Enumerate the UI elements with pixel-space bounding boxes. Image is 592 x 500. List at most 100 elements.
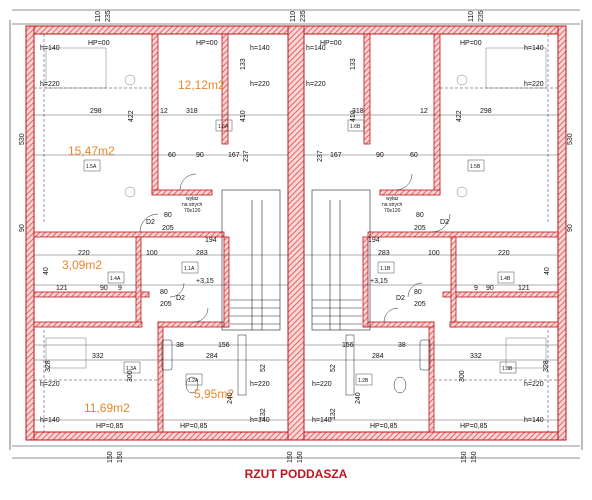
- door-205-a: 205: [162, 225, 174, 232]
- dim-332-r: 332: [470, 353, 482, 360]
- drawing-title: RZUT PODDASZA: [244, 467, 348, 481]
- door-d2-a: D2: [146, 219, 155, 226]
- dim-237-l: 237: [243, 150, 250, 162]
- height-labels: h=140 h=220 h=140 h=220 h=140 h=220 h=14…: [40, 45, 544, 424]
- interior-dimensions: 298 318 318 298 12 12 422 422 530 530 41…: [19, 58, 574, 420]
- dim-237-r: 237: [317, 150, 324, 162]
- tag-1-6a: 1.6A: [218, 124, 229, 130]
- door-80-d: 80: [414, 289, 422, 296]
- door-80-b: 80: [416, 212, 424, 219]
- dim-38-l: 38: [176, 342, 184, 349]
- tag-1-1a: 1.1A: [184, 266, 195, 272]
- dim-167-r: 167: [330, 152, 342, 159]
- top-dim-1: 235: [105, 10, 112, 22]
- dim-240-l: 240: [227, 392, 234, 404]
- tag-1-5a: 1.5A: [86, 164, 97, 170]
- door-codes: D2 80 205 D2 80 205 D2 80 205 D2 80 205: [146, 212, 449, 308]
- area-bedroom-top: 12,12m2: [178, 78, 225, 92]
- door-d2-c: D2: [176, 295, 185, 302]
- door-d2-d: D2: [396, 295, 405, 302]
- door-205-b: 205: [414, 225, 426, 232]
- window-note-r2: na strych: [382, 202, 403, 208]
- hp-top-2: HP=00: [320, 40, 342, 47]
- dim-38-r: 38: [398, 342, 406, 349]
- level-left: +3,15: [196, 278, 214, 285]
- top-dim-5: 235: [478, 10, 485, 22]
- dim-298-r: 298: [480, 108, 492, 115]
- top-dim-3: 235: [300, 10, 307, 22]
- h140-bm2: h=140: [312, 417, 332, 424]
- dim-52-l: 52: [260, 364, 267, 372]
- dim-12-b: 12: [420, 108, 428, 115]
- dim-121-r: 121: [518, 285, 530, 292]
- top-dim-0: 110: [95, 11, 102, 22]
- dim-52-r: 52: [330, 364, 337, 372]
- h140-bm: h=140: [250, 417, 270, 424]
- dimension-frame: [9, 9, 583, 459]
- h220-bm2: h=220: [312, 381, 332, 388]
- dim-90-l: 90: [196, 152, 204, 159]
- area-bedroom-a: 15,47m2: [68, 144, 115, 158]
- dim-156-l: 156: [218, 342, 230, 349]
- hp-bottom-1: HP=0,85: [180, 423, 208, 430]
- dim-60-r: 60: [410, 152, 418, 159]
- door-80-a: 80: [164, 212, 172, 219]
- dim-318-r: 318: [352, 108, 364, 115]
- tag-1-6b: 1.6B: [350, 124, 361, 130]
- window-note-l1: wyłaz: [186, 196, 199, 202]
- hp-top-3: HP=00: [460, 40, 482, 47]
- hp-bottom-3: HP=0,85: [460, 423, 488, 430]
- top-dimensions: 110 235 110 235 110 235: [95, 10, 485, 22]
- dim-100-r: 100: [428, 250, 440, 257]
- area-bedroom-bottom: 11,69m2: [84, 401, 130, 415]
- hp-bottom-0: HP=0,85: [96, 423, 124, 430]
- dim-9-l: 9: [118, 285, 122, 292]
- tag-1-2a: 1.2A: [188, 378, 199, 384]
- slope-lines: [34, 34, 558, 432]
- level-right: +3,15: [370, 278, 388, 285]
- dim-133-r: 133: [350, 58, 357, 70]
- h220-tm2: h=220: [306, 81, 326, 88]
- room-areas: 12,12m2 15,47m2 3,09m2 11,69m2 5,95m2: [62, 78, 234, 415]
- dim-194-r: 194: [368, 237, 380, 244]
- dim-132-r: 132: [330, 408, 337, 420]
- tag-1-3b: 1.3B: [502, 366, 513, 372]
- h220-tl: h=220: [40, 81, 60, 88]
- dim-298-l: 298: [90, 108, 102, 115]
- dim-422-r: 422: [456, 110, 463, 122]
- tag-1-4a: 1.4A: [110, 276, 121, 282]
- dim-100-l: 100: [146, 250, 158, 257]
- tag-1-2b: 1.2B: [358, 378, 369, 384]
- dim-300-r: 300: [459, 370, 466, 382]
- dim-328-r: 328: [543, 360, 550, 372]
- h140-tl: h=140: [40, 45, 60, 52]
- dim-9-r: 9: [474, 285, 478, 292]
- area-hall: 3,09m2: [62, 258, 102, 272]
- furniture: [45, 47, 547, 369]
- h140-tm: h=140: [250, 45, 270, 52]
- dim-328-l: 328: [45, 360, 52, 372]
- h140-br: h=140: [524, 417, 544, 424]
- dim-90-side-r: 90: [567, 224, 574, 232]
- tag-1-4b: 1.4B: [500, 276, 511, 282]
- window-note-r3: 70x120: [384, 208, 401, 214]
- dim-220-r: 220: [498, 250, 510, 257]
- tag-1-3a: 1.3A: [126, 366, 137, 372]
- dim-283-r: 283: [378, 250, 390, 257]
- top-dim-4: 110: [468, 11, 475, 22]
- dim-410-l: 410: [240, 110, 247, 122]
- door-205-c: 205: [160, 301, 172, 308]
- staircase-right: [311, 189, 371, 331]
- dim-90-side-l: 90: [19, 224, 26, 232]
- bottom-dim-1: 150: [117, 451, 124, 463]
- level-markers: +3,15 +3,15: [196, 278, 388, 285]
- dim-410-r: 410: [350, 110, 357, 122]
- dim-156-r: 156: [342, 342, 354, 349]
- inner-walls: [33, 33, 559, 433]
- dim-133-l: 133: [240, 58, 247, 70]
- bottom-dim-0: 150: [107, 451, 114, 463]
- dim-422-l: 422: [128, 110, 135, 122]
- bottom-dim-5: 150: [471, 451, 478, 463]
- hp-top-0: HP=00: [88, 40, 110, 47]
- bath-fixtures: [161, 334, 431, 396]
